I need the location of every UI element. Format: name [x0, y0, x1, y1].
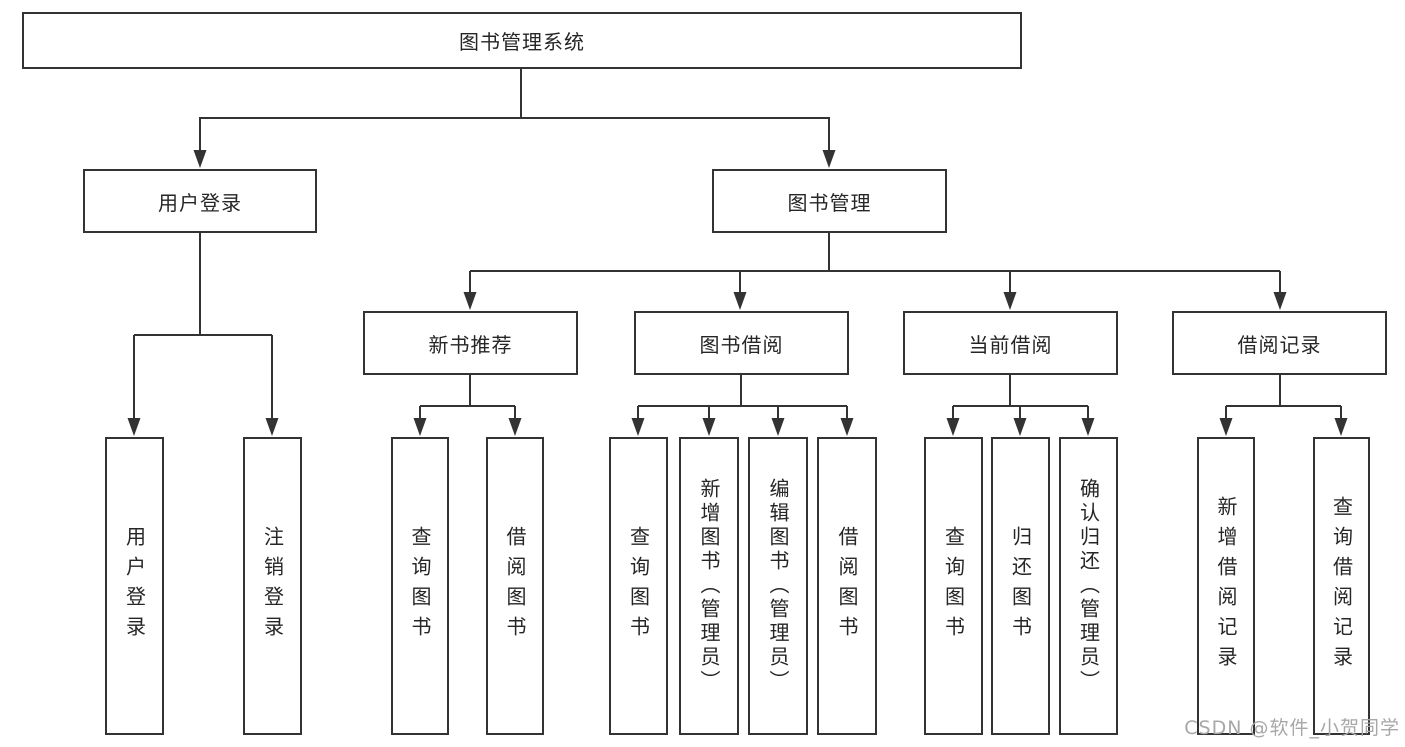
node-label: 新书推荐: [428, 332, 513, 357]
leaf-query-borrow-record: 查询借阅记录: [1313, 437, 1370, 735]
node-label: 借阅图书: [503, 526, 527, 646]
node-label: 查询借阅记录: [1329, 496, 1354, 676]
node-label: 图书管理: [787, 190, 872, 215]
csdn-watermark: CSDN @软件_小贺同学: [1184, 717, 1400, 739]
leaf-add-book-admin: 新增图书（管理员）: [679, 437, 739, 735]
node-label: 当前借阅: [968, 332, 1053, 357]
node-label: 图书管理系统: [459, 30, 585, 54]
node-label: 用户登录: [122, 526, 147, 646]
node-library-system: 图书管理系统: [22, 12, 1022, 69]
node-book-borrow: 图书借阅: [634, 311, 849, 375]
node-label: 新增借阅记录: [1214, 496, 1238, 676]
node-label: 新增图书（管理员）: [697, 478, 721, 694]
leaf-user-login: 用户登录: [105, 437, 164, 735]
leaf-confirm-return-admin: 确认归还（管理员）: [1059, 437, 1118, 735]
leaf-query-books-1: 查询图书: [391, 437, 449, 735]
node-new-book-recommend: 新书推荐: [363, 311, 578, 375]
node-current-borrow: 当前借阅: [903, 311, 1118, 375]
node-label: 借阅记录: [1237, 332, 1322, 357]
leaf-return-book: 归还图书: [991, 437, 1050, 735]
leaf-query-books-3: 查询图书: [924, 437, 983, 735]
leaf-query-books-2: 查询图书: [609, 437, 668, 735]
node-label: 编辑图书（管理员）: [766, 478, 790, 694]
leaf-borrow-books-2: 借阅图书: [817, 437, 877, 735]
node-user-login: 用户登录: [83, 169, 317, 233]
leaf-borrow-books-1: 借阅图书: [486, 437, 544, 735]
node-label: 查询图书: [408, 526, 432, 646]
node-label: 查询图书: [941, 526, 966, 646]
node-label: 注销登录: [260, 526, 285, 646]
node-label: 借阅图书: [835, 526, 859, 646]
node-borrow-records: 借阅记录: [1172, 311, 1387, 375]
leaf-add-borrow-record: 新增借阅记录: [1197, 437, 1255, 735]
node-label: 图书借阅: [699, 332, 784, 357]
node-label: 归还图书: [1008, 526, 1033, 646]
node-label: 用户登录: [158, 190, 242, 215]
node-book-management: 图书管理: [712, 169, 947, 233]
leaf-edit-book-admin: 编辑图书（管理员）: [748, 437, 808, 735]
node-label: 确认归还（管理员）: [1076, 478, 1101, 694]
node-label: 查询图书: [626, 526, 651, 646]
leaf-logout: 注销登录: [243, 437, 302, 735]
